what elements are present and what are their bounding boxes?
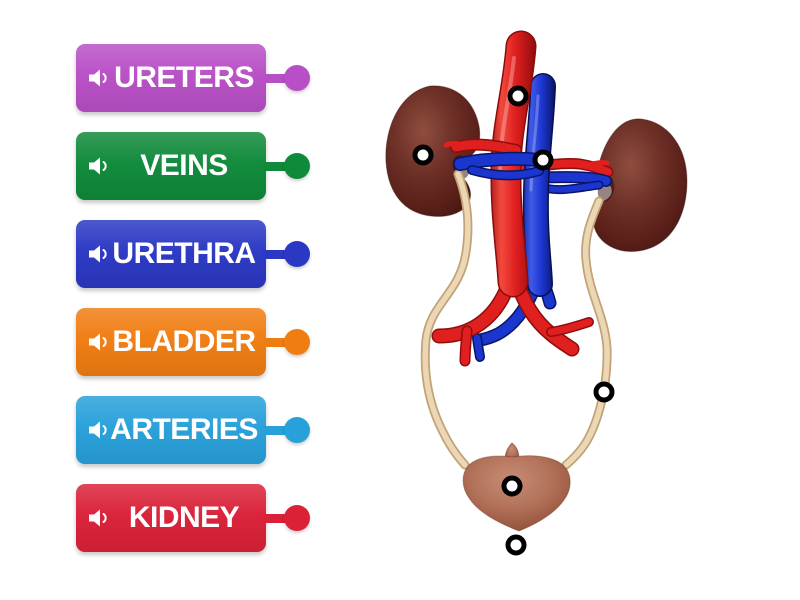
label-text: URETERS	[114, 61, 254, 94]
speaker-icon[interactable]	[88, 244, 110, 264]
left-ureter-shape	[420, 169, 473, 470]
drop-target-pin[interactable]	[532, 149, 554, 171]
chip-connector-stem	[263, 74, 291, 83]
drop-target-pin[interactable]	[593, 381, 615, 403]
label-chip-kidney[interactable]: KIDNEY	[76, 484, 310, 552]
label-chip-bladder[interactable]: BLADDER	[76, 308, 310, 376]
chip-drag-knob[interactable]	[284, 505, 310, 531]
speaker-icon[interactable]	[88, 68, 110, 88]
drop-target-pin[interactable]	[412, 144, 434, 166]
iliac-arteries-shape	[431, 265, 594, 367]
labels-column: URETERS VEINS URETHRA BLADDER	[76, 44, 310, 572]
chip-drag-knob[interactable]	[284, 241, 310, 267]
label-chip-ureters[interactable]: URETERS	[76, 44, 310, 112]
chip-connector-stem	[263, 338, 291, 347]
chip-drag-knob[interactable]	[284, 153, 310, 179]
chip-drag-knob[interactable]	[284, 65, 310, 91]
label-text: VEINS	[140, 149, 228, 182]
label-chip-arteries[interactable]: ARTERIES	[76, 396, 310, 464]
left-renal-artery-shape	[443, 138, 522, 156]
speaker-icon[interactable]	[88, 420, 110, 440]
chip-connector-stem	[263, 514, 291, 523]
right-ureter-shape	[561, 196, 612, 470]
chip-drag-knob[interactable]	[284, 417, 310, 443]
chip-drag-knob[interactable]	[284, 329, 310, 355]
drop-target-pin[interactable]	[507, 85, 529, 107]
label-text: KIDNEY	[128, 501, 240, 534]
speaker-icon[interactable]	[88, 156, 110, 176]
vena-cava-shape	[522, 73, 556, 297]
chip-connector-stem	[263, 250, 291, 259]
right-renal-vein-shape	[536, 171, 612, 195]
chip-connector-stem	[263, 426, 291, 435]
label-chip-veins[interactable]: VEINS	[76, 132, 310, 200]
chip-connector-stem	[263, 162, 291, 171]
speaker-icon[interactable]	[88, 332, 110, 352]
label-text: ARTERIES	[110, 413, 258, 446]
speaker-icon[interactable]	[88, 508, 110, 528]
label-text: BLADDER	[112, 325, 256, 358]
drop-target-pin[interactable]	[501, 475, 523, 497]
label-chip-urethra[interactable]: URETHRA	[76, 220, 310, 288]
label-text: URETHRA	[112, 237, 256, 270]
drop-target-pin[interactable]	[505, 534, 527, 556]
